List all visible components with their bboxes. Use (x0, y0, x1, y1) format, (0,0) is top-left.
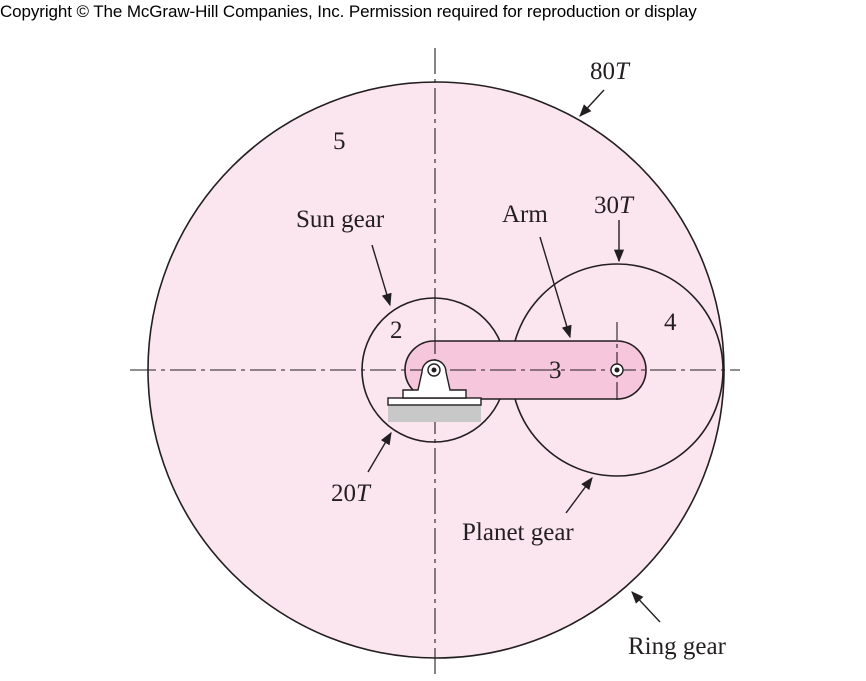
ground-plate (387, 397, 482, 406)
planet-teeth-label: 30T (594, 192, 635, 219)
ring-gear-number: 5 (333, 128, 346, 155)
arm-number: 3 (549, 357, 562, 384)
ground-hatch (388, 404, 481, 422)
sun-gear-label: Sun gear (296, 206, 385, 233)
bearing-bracket (402, 359, 467, 399)
arm-label: Arm (502, 201, 548, 228)
sun-gear-number: 2 (390, 317, 403, 344)
ring-teeth-label: 80T (590, 58, 631, 85)
sun-pivot-dot (431, 367, 437, 373)
copyright-notice: Copyright © The McGraw-Hill Companies, I… (0, 2, 697, 21)
planet-gear-number: 4 (664, 309, 677, 336)
arm-arrow (539, 236, 572, 339)
sun-gear-arrow (371, 244, 392, 307)
planet-pivot-dot (614, 367, 620, 373)
ring-gear-arrow (631, 591, 661, 623)
planet-gear-arrow (565, 476, 593, 514)
sun-teeth-arrow (367, 431, 392, 473)
planet-gear-label: Planet gear (462, 519, 574, 546)
sun-teeth-label: 20T (331, 480, 372, 507)
ring-teeth-arrow (579, 89, 605, 117)
ring-gear-label: Ring gear (628, 633, 727, 660)
